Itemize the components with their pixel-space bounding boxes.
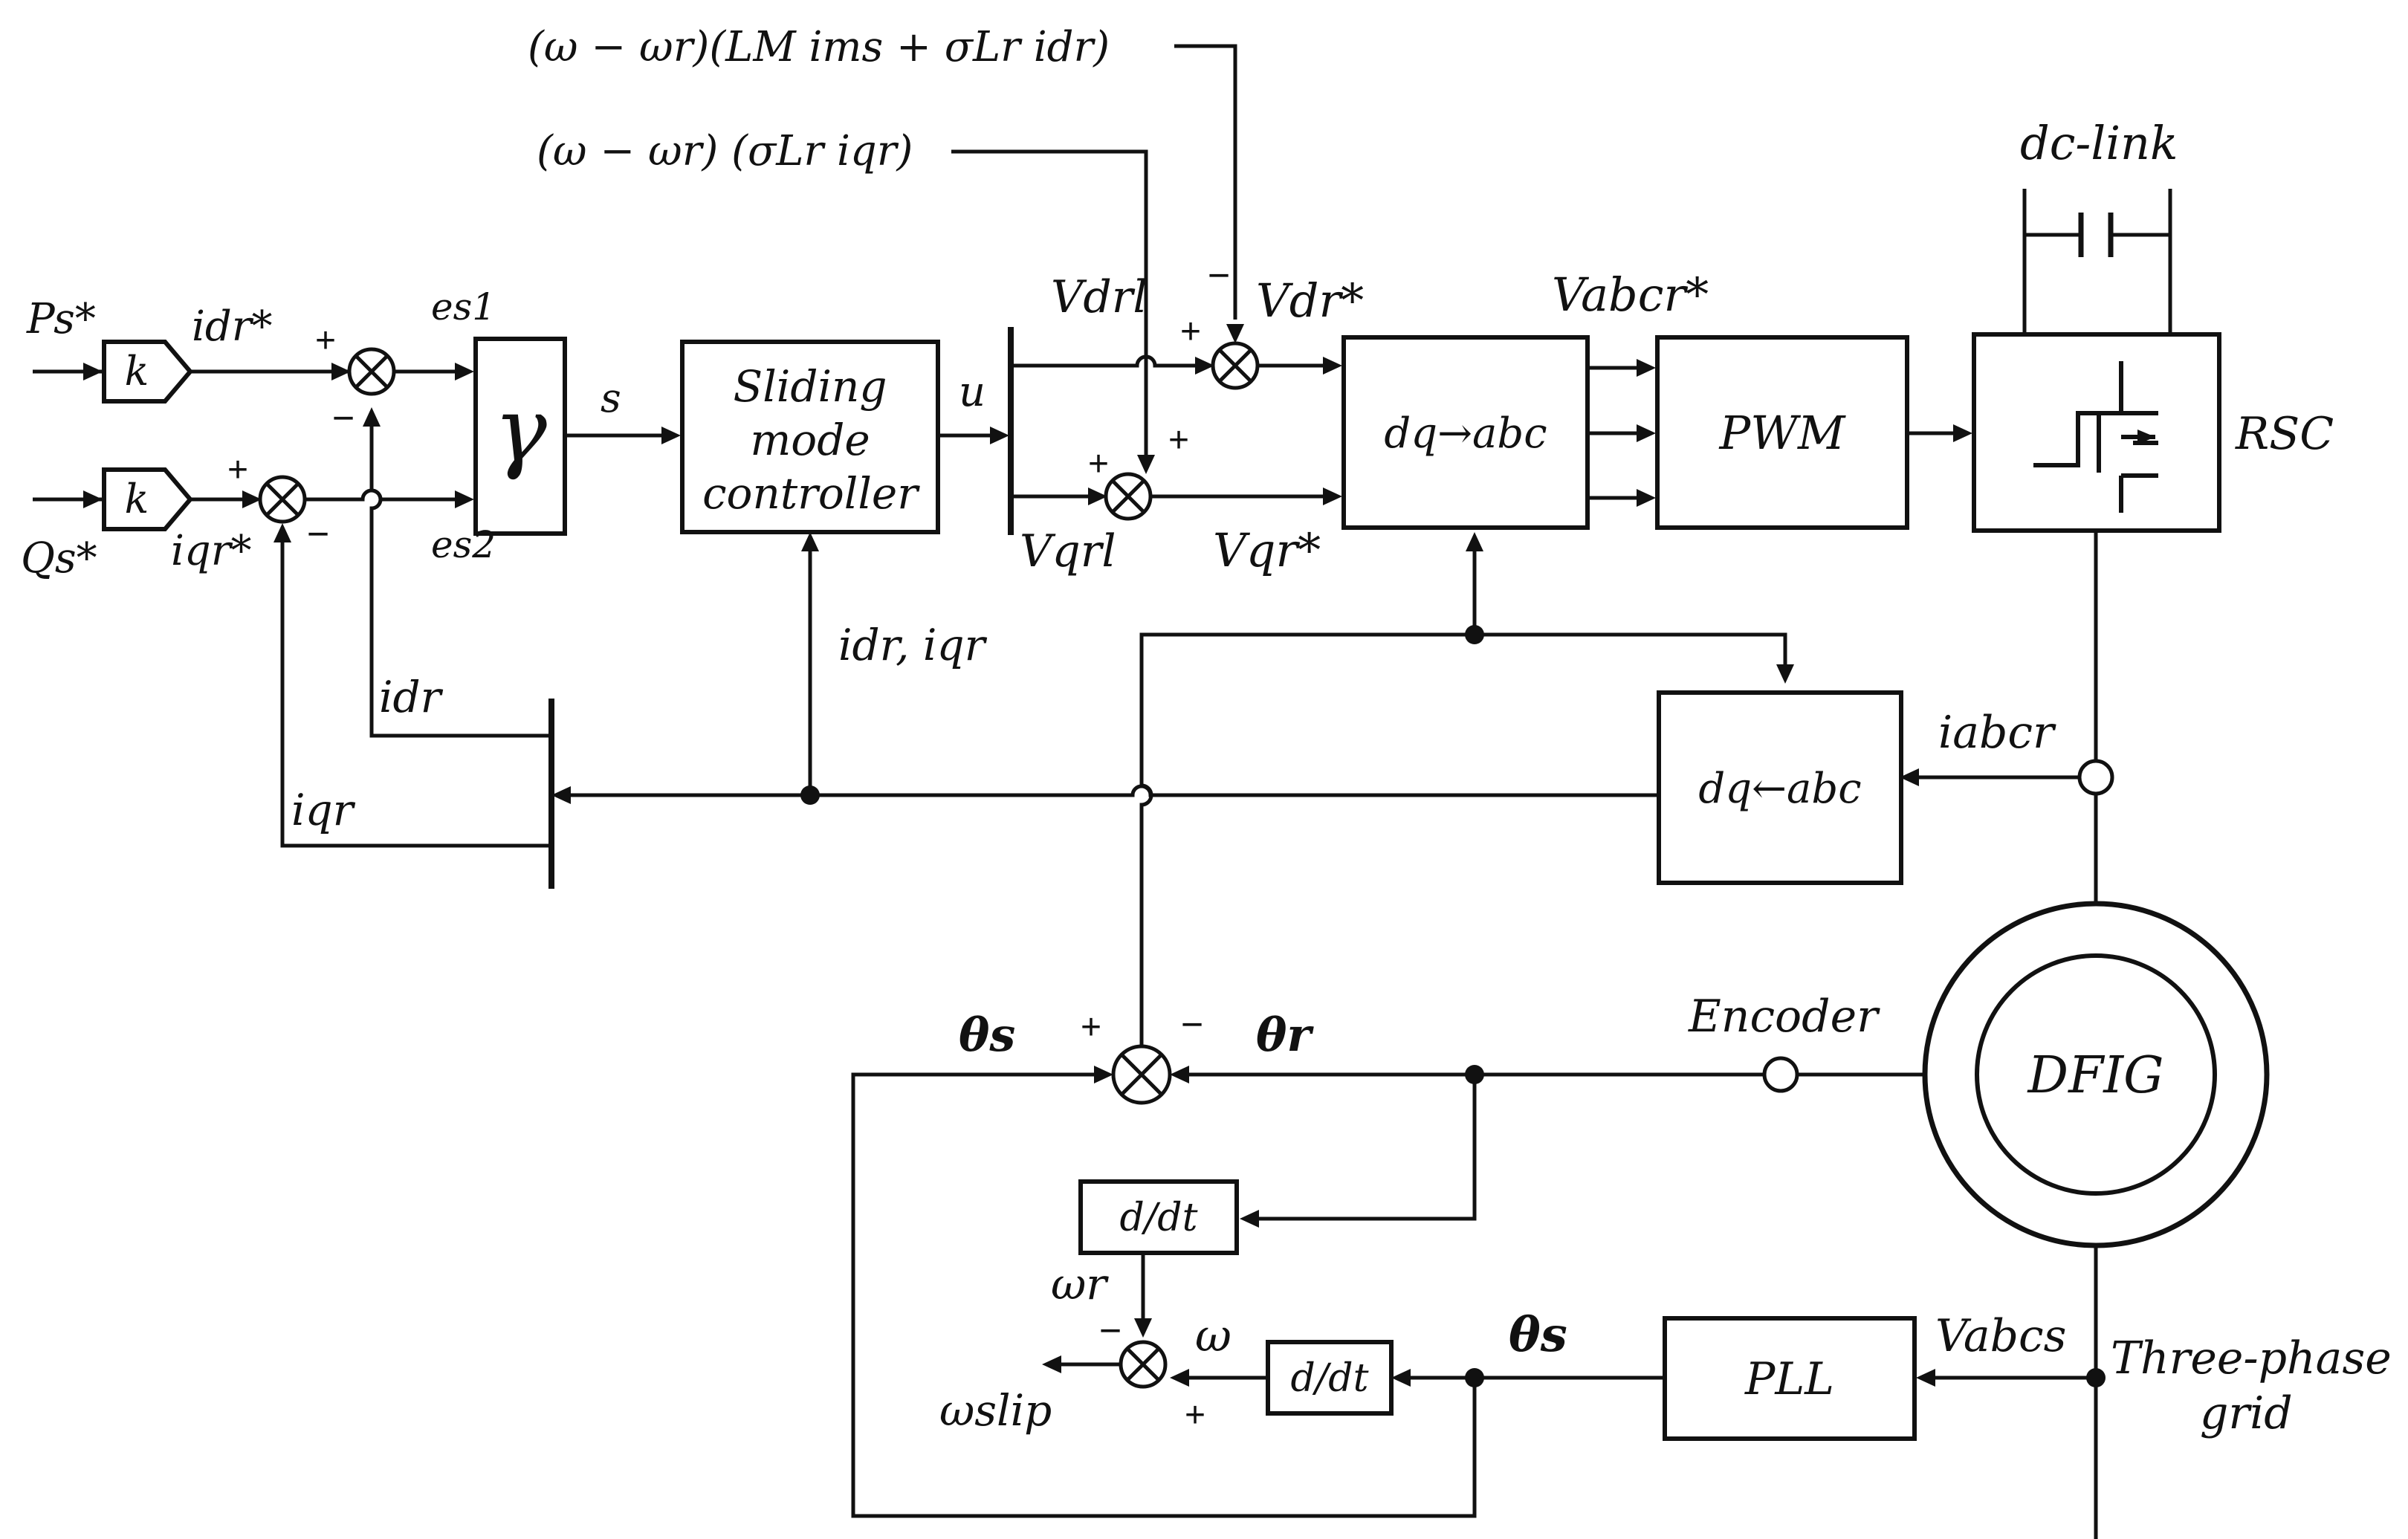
gain-p-label: k bbox=[125, 348, 149, 395]
label-omega: ω bbox=[1195, 1310, 1231, 1362]
label-encoder: Encoder bbox=[1688, 991, 1880, 1043]
label-idr-iqr: idr, iqr bbox=[838, 620, 988, 670]
label-qs-ref: Qs* bbox=[21, 534, 97, 583]
signal-labels: Ps* Qs* idr* iqr* es1 es2 s u Vdrl Vqrl … bbox=[21, 23, 2392, 1439]
label-vqr-l: Vqrl bbox=[1020, 525, 1116, 577]
pll-block: PLL bbox=[1663, 1316, 1917, 1441]
label-vabcs: Vabcs bbox=[1935, 1310, 2066, 1362]
sum-junction-icon bbox=[1211, 341, 1260, 390]
label-idr: idr bbox=[379, 672, 444, 722]
encoder-icon bbox=[1762, 1056, 1799, 1093]
label-grid-2: grid bbox=[2200, 1387, 2293, 1439]
gamma-block: γ bbox=[473, 337, 567, 536]
label-feedforward-d: (ω − ωr)(LM ims + σLr idr) bbox=[528, 23, 1110, 71]
derivative-block-theta-s: d/dt bbox=[1266, 1340, 1394, 1416]
smc-label-1: Sliding bbox=[734, 361, 887, 412]
label-theta-r: θr bbox=[1256, 1008, 1314, 1062]
label-theta-s-pll: θs bbox=[1509, 1307, 1567, 1363]
sign-minus: − bbox=[307, 513, 329, 556]
sum-junction-icon bbox=[347, 347, 396, 396]
dq-to-abc-label: dq→abc bbox=[1384, 409, 1547, 458]
label-vqr-ref: Vqr* bbox=[1213, 523, 1321, 577]
derivative-2-label: d/dt bbox=[1291, 1356, 1369, 1401]
machine-icon: DFIG bbox=[1922, 901, 2270, 1248]
sign-plus: + bbox=[1185, 1396, 1205, 1435]
label-vdr-l: Vdrl bbox=[1051, 271, 1148, 323]
abc-to-dq-block: dq←abc bbox=[1657, 690, 1903, 885]
gain-block-p: k bbox=[102, 340, 193, 404]
pwm-block: PWM bbox=[1655, 335, 1909, 530]
label-vabcr-ref: Vabcr* bbox=[1552, 268, 1709, 322]
sign-plus: + bbox=[1088, 444, 1109, 484]
label-iqr-ref: iqr* bbox=[171, 527, 252, 575]
gamma-label: γ bbox=[493, 379, 547, 482]
sign-plus: + bbox=[1180, 312, 1201, 351]
label-u: u bbox=[959, 368, 985, 416]
smc-label-2: mode bbox=[750, 415, 870, 465]
gain-q-label: k bbox=[125, 476, 149, 522]
label-omega-slip: ωslip bbox=[939, 1385, 1052, 1436]
label-es2: es2 bbox=[431, 523, 496, 566]
label-ps-ref: Ps* bbox=[26, 295, 96, 343]
abc-to-dq-label: dq←abc bbox=[1698, 765, 1861, 813]
smc-label-3: controller bbox=[702, 468, 920, 519]
sign-plus: + bbox=[1081, 1008, 1101, 1047]
sum-junction-icon bbox=[258, 475, 307, 524]
derivative-1-label: d/dt bbox=[1120, 1196, 1198, 1240]
label-dc-link: dc-link bbox=[2020, 116, 2178, 170]
pll-label: PLL bbox=[1744, 1353, 1834, 1405]
junction-dots bbox=[800, 625, 2106, 1387]
capacitor-icon bbox=[2078, 213, 2114, 257]
label-vdr-ref: Vdr* bbox=[1256, 273, 1364, 328]
label-idr-ref: idr* bbox=[192, 302, 273, 351]
dq-to-abc-block: dq→abc bbox=[1341, 335, 1590, 530]
sign-labels: + − + − + − + + + − − + bbox=[227, 254, 1230, 1435]
signal-wires bbox=[33, 44, 2172, 1539]
sign-plus: + bbox=[227, 450, 248, 490]
label-theta-s: θs bbox=[959, 1008, 1015, 1062]
label-rsc: RSC bbox=[2235, 408, 2334, 460]
sliding-mode-controller-block: Sliding mode controller bbox=[680, 340, 940, 534]
current-sensor-icon bbox=[2077, 759, 2114, 796]
sign-minus: − bbox=[1181, 1003, 1203, 1046]
label-iabcr: iabcr bbox=[1938, 707, 2056, 759]
label-s: s bbox=[601, 375, 621, 421]
gain-block-q: k bbox=[102, 467, 193, 531]
sign-plus: + bbox=[1168, 421, 1189, 460]
sign-minus: − bbox=[1208, 254, 1230, 297]
label-omega-r: ωr bbox=[1051, 1259, 1109, 1309]
label-iqr: iqr bbox=[291, 785, 356, 835]
sum-junction-icon bbox=[1111, 1044, 1172, 1105]
rsc-converter-block bbox=[1972, 332, 2221, 533]
sum-junction-icon bbox=[1104, 472, 1153, 521]
sign-minus: − bbox=[1099, 1309, 1122, 1352]
sign-minus: − bbox=[332, 397, 355, 440]
label-es1: es1 bbox=[431, 285, 496, 328]
derivative-block-theta-r: d/dt bbox=[1078, 1179, 1239, 1255]
pwm-label: PWM bbox=[1719, 406, 1846, 460]
dfig-label: DFIG bbox=[2027, 1046, 2164, 1105]
sum-junction-icon bbox=[1119, 1340, 1168, 1389]
sign-plus: + bbox=[315, 321, 336, 360]
label-feedforward-q: (ω − ωr) (σLr iqr) bbox=[537, 127, 913, 175]
label-grid-1: Three-phase bbox=[2111, 1332, 2392, 1384]
